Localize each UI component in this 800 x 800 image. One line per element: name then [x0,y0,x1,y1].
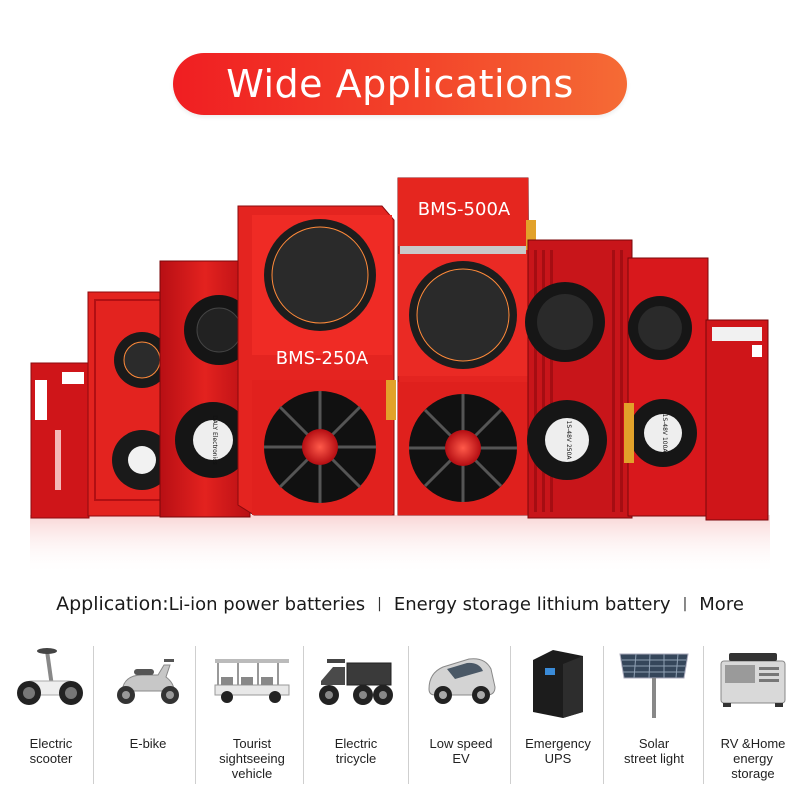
app-divider [510,646,511,784]
app-electric-scooter: Electric scooter [6,640,96,790]
app-label: Emergency UPS [525,736,591,766]
app-solar-street-light: Solar street light [606,640,702,790]
balance-scooter-icon [6,640,96,720]
app-electric-tricycle: Electric tricycle [310,640,402,790]
bms-500a-label: BMS-500A [418,199,511,220]
low-speed-ev-icon [416,640,506,720]
application-label: Application: [56,593,169,615]
bms-board-3: DALY Electronics [159,260,254,518]
separator-2: | [682,596,688,612]
application-line: Application: Li-ion power batteries | En… [0,588,800,620]
title-banner: Wide Applications [173,53,627,115]
solar-street-light-icon [609,640,699,720]
spec-text-1: 1S-48V 250A [565,421,572,461]
bms-500a-unit: BMS-500A [397,177,536,516]
bms-product-group: DALY Electronics BMS-250A BMS-500A [30,177,770,570]
application-item-3: More [699,593,744,615]
separator-1: | [377,596,382,612]
app-label: Electric tricycle [334,736,378,766]
brand-text: DALY Electronics [211,415,218,464]
applications-row: Electric scooter E-bike [0,640,800,790]
bms-board-right: 1S-48V 100A [624,257,709,517]
app-divider [303,646,304,784]
ups-icon [513,640,603,720]
app-emergency-ups: Emergency UPS [513,640,603,790]
app-label: RV &Home energy storage [720,736,786,781]
application-item-1: Li-ion power batteries [168,593,366,615]
home-energy-storage-icon [708,640,798,720]
ebike-icon [103,640,193,720]
bms-board-small-left [30,362,90,519]
app-divider [195,646,196,784]
app-label: E-bike [129,736,167,751]
application-item-2: Energy storage lithium battery [393,593,671,615]
app-divider [93,646,94,784]
bms-250a-unit: BMS-250A [237,205,396,516]
app-divider [703,646,704,784]
app-label: Solar street light [624,736,684,766]
app-home-energy-storage: RV &Home energy storage [708,640,798,790]
app-label: Electric scooter [29,736,73,766]
app-divider [603,646,604,784]
bms-heatsink-board: 1S-48V 250A [525,239,633,519]
bms-board-far-right [705,319,769,521]
page-title: Wide Applications [226,62,574,106]
app-tourist-vehicle: Tourist sightseeing vehicle [206,640,298,790]
app-label: Tourist sightseeing vehicle [219,736,285,781]
app-ebike: E-bike [103,640,193,790]
bms-board-2 [87,291,172,517]
app-low-speed-ev: Low speed EV [416,640,506,790]
app-divider [408,646,409,784]
spec-text-2: 1S-48V 100A [661,414,668,454]
electric-tricycle-icon [311,640,401,720]
tourist-vehicle-icon [207,640,297,720]
app-label: Low speed EV [429,736,493,766]
bms-250a-label: BMS-250A [276,348,369,369]
